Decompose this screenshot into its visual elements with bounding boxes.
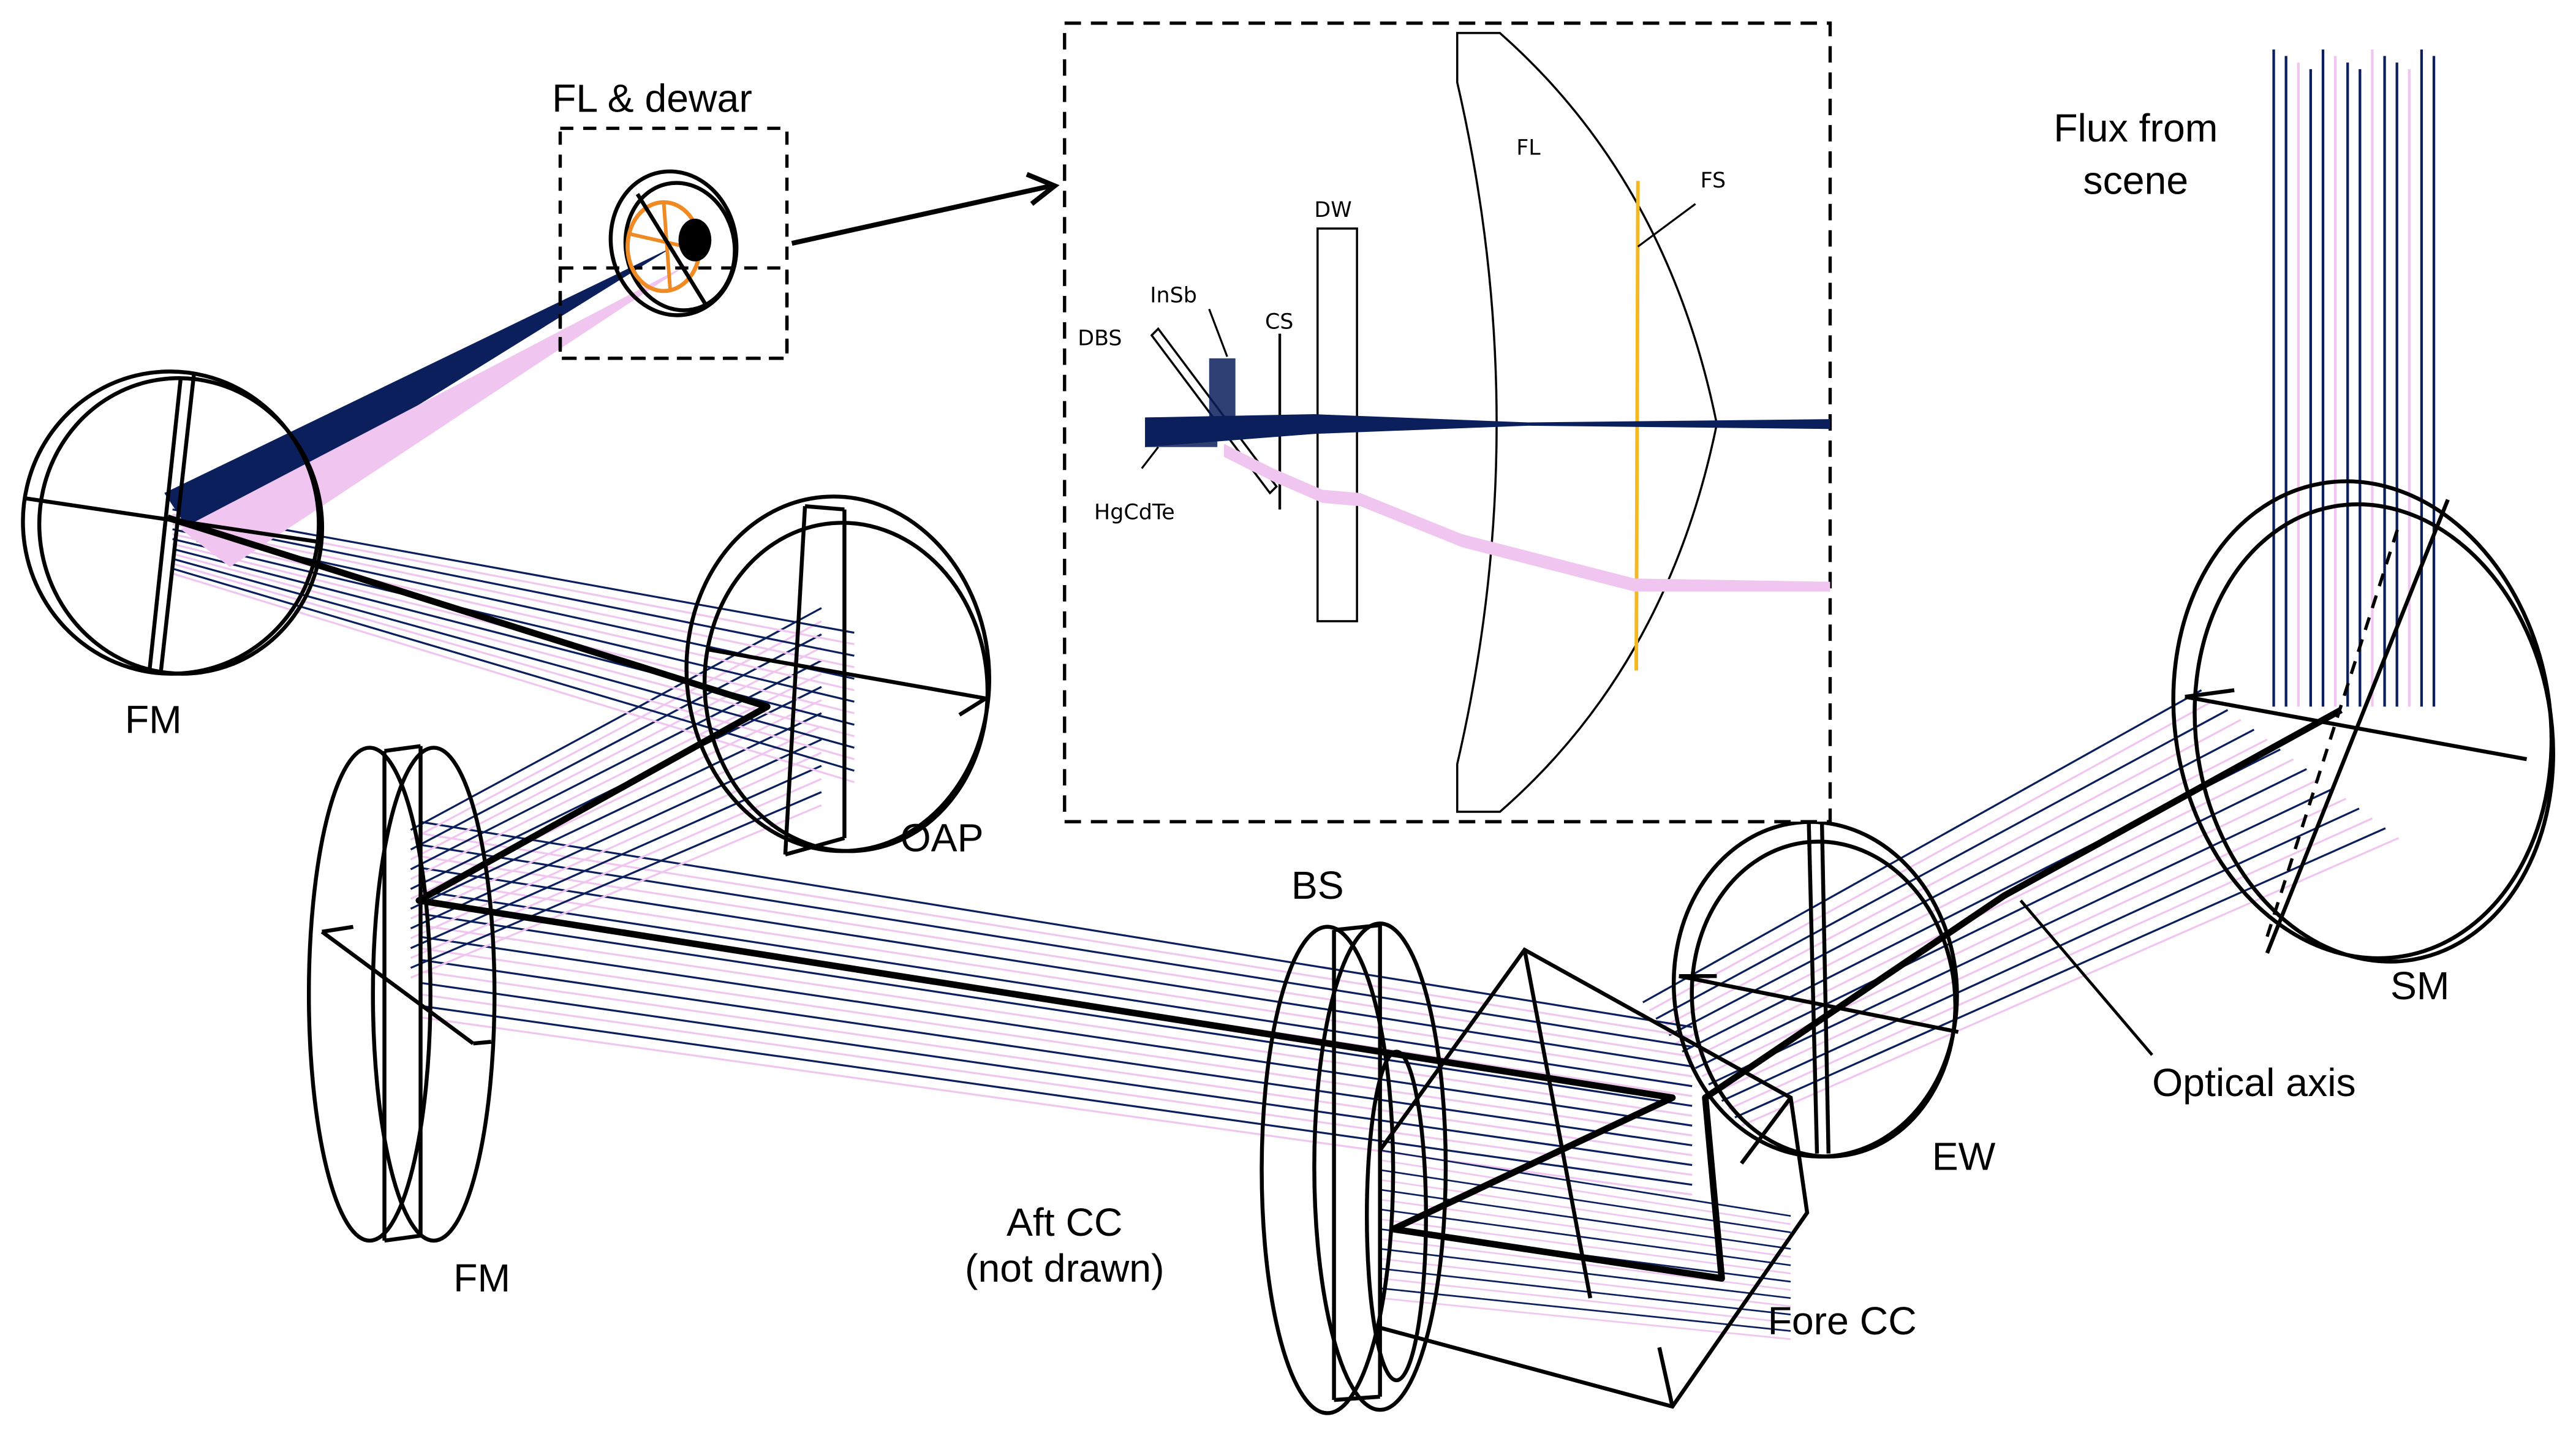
label-flux-scene: scene — [2083, 159, 2188, 203]
fold-mirror-top — [21, 369, 325, 676]
ray-bs-to-fm — [418, 912, 1693, 1107]
inset-label-dbs: DBS — [1078, 326, 1122, 350]
ray-sm-to-ew — [1662, 719, 2242, 1028]
scan-mirror — [2171, 479, 2555, 964]
ray-fm-to-oap — [410, 804, 822, 979]
fold-mirror-bottom — [306, 744, 497, 1243]
ray-sm-to-ew — [1734, 827, 2386, 1119]
label-fore-cc: Fore CC — [1768, 1299, 1917, 1343]
ray-oap-to-fm — [172, 533, 855, 692]
ray-bs-to-fm — [418, 890, 1693, 1087]
label-sm: SM — [2390, 964, 2450, 1008]
ray-corner-cube — [1380, 1198, 1791, 1258]
label-fm-bottom: FM — [453, 1256, 510, 1300]
label-flux-from: Flux from — [2053, 106, 2218, 150]
entrance-window — [1671, 820, 1959, 1159]
ray-fm-to-oap — [410, 738, 822, 929]
ray-oap-to-fm — [172, 553, 855, 738]
ray-corner-cube — [1380, 1277, 1791, 1324]
ray-fm-to-oap — [410, 659, 822, 871]
ray-fm-to-oap — [410, 633, 822, 851]
ray-sm-to-ew — [1728, 817, 2373, 1110]
ray-bs-to-fm — [418, 844, 1693, 1048]
ray-converge-band2 — [180, 263, 690, 567]
ray-sm-to-ew — [1741, 837, 2400, 1127]
label-optical-axis: Optical axis — [2152, 1061, 2356, 1105]
optical-axis-leader — [2019, 899, 2153, 1056]
ray-bs-to-fm — [418, 820, 1693, 1028]
ray-bs-to-fm — [418, 866, 1693, 1068]
ray-sm-to-ew — [1715, 798, 2347, 1094]
ray-corner-cube — [1380, 1179, 1791, 1242]
inset-pink-beam — [1223, 444, 1830, 592]
inset-label-insb: InSb — [1150, 284, 1197, 308]
ray-sm-to-ew — [1694, 768, 2307, 1069]
ray-corner-cube — [1380, 1287, 1791, 1332]
off-axis-parabola — [684, 494, 991, 856]
insb-detector — [1209, 358, 1236, 425]
ray-bs-to-fm — [418, 832, 1693, 1038]
ray-sm-to-ew — [1642, 689, 2202, 1004]
ray-oap-to-fm — [172, 538, 855, 703]
ray-oap-to-fm — [172, 572, 855, 784]
ray-corner-cube — [1380, 1169, 1791, 1233]
fore-corner-cube — [1378, 947, 1810, 1409]
ray-corner-cube — [1380, 1268, 1791, 1315]
label-ew: EW — [1932, 1135, 1996, 1179]
ray-sm-to-ew — [1708, 788, 2333, 1086]
inset-pointer-arrow — [791, 172, 1060, 246]
ray-bs-to-fm — [418, 924, 1693, 1117]
ray-sm-to-ew — [1649, 699, 2215, 1011]
ray-bs-to-fm — [418, 855, 1693, 1058]
inset-label-cs: CS — [1265, 310, 1293, 335]
inset-label-hgcdte: HgCdTe — [1094, 501, 1175, 525]
ray-bs-to-fm — [418, 993, 1693, 1176]
label-bs: BS — [1291, 863, 1344, 907]
ray-corner-cube — [1380, 1149, 1791, 1217]
ray-sm-to-ew — [1655, 709, 2229, 1020]
ray-sm-to-ew — [1721, 807, 2360, 1102]
ray-fm-to-oap — [410, 765, 822, 950]
ray-bs-to-fm — [418, 958, 1693, 1147]
ray-fm-to-oap — [410, 725, 822, 920]
inset-detail-panel — [1063, 21, 1832, 823]
ray-oap-to-fm — [172, 509, 855, 634]
ray-bs-to-fm — [418, 1016, 1693, 1196]
ray-sm-to-ew — [1668, 728, 2255, 1037]
ray-converge-band1 — [164, 246, 674, 543]
ray-sm-to-ew — [1675, 738, 2268, 1045]
inset-label-dw: DW — [1314, 198, 1351, 222]
fl-dewar-closeup — [558, 126, 789, 360]
label-oap: OAP — [901, 815, 984, 860]
ray-oap-to-fm — [172, 562, 855, 760]
ray-corner-cube — [1380, 1297, 1791, 1340]
label-fm-top: FM — [125, 697, 182, 741]
ray-oap-to-fm — [172, 518, 855, 657]
inset-label-fs: FS — [1701, 168, 1726, 193]
ray-fm-to-oap — [410, 712, 822, 910]
inset-navy-beam — [1145, 414, 1830, 447]
ray-bs-to-fm — [418, 878, 1693, 1078]
label-fl-dewar: FL & dewar — [552, 77, 752, 121]
ray-oap-to-fm — [172, 567, 855, 772]
field-lens-shape — [1456, 32, 1718, 813]
ray-bs-to-fm — [418, 936, 1693, 1127]
ray-oap-to-fm — [172, 523, 855, 668]
ray-bs-to-fm — [418, 1004, 1693, 1186]
label-aft-cc-note: (not drawn) — [965, 1246, 1165, 1290]
ray-fm-to-oap — [410, 791, 822, 969]
ray-oap-to-fm — [172, 558, 855, 749]
inset-label-fl: FL — [1516, 135, 1541, 160]
dichroic-splitter-plate — [1150, 327, 1279, 495]
ray-bs-to-fm — [418, 970, 1693, 1157]
ray-bs-to-fm — [418, 981, 1693, 1166]
ray-bs-to-fm — [418, 947, 1693, 1136]
ray-corner-cube — [1380, 1159, 1791, 1225]
label-aft-cc: Aft CC — [1007, 1200, 1123, 1244]
ray-fm-to-oap — [410, 673, 822, 880]
